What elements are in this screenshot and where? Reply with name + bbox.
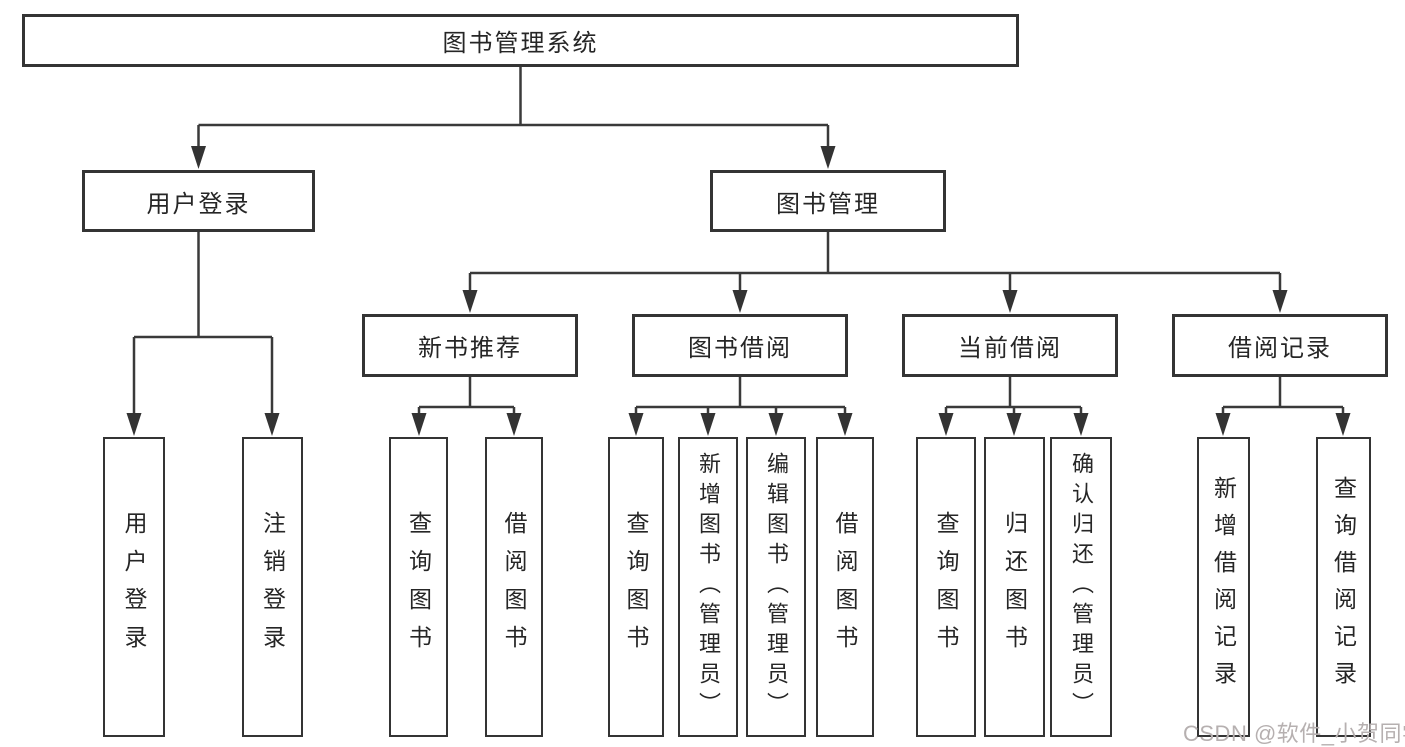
leaf-logout: 注销登录 <box>242 437 303 737</box>
node-label: 图书管理系统 <box>442 30 599 57</box>
leaf-edit-books-admin: 编辑图书（管理员） <box>746 437 806 737</box>
leaf-return-books: 归还图书 <box>984 437 1045 737</box>
csdn-watermark: CSDN @软件_小贺同学 <box>1183 721 1405 746</box>
leaf-label: 注销登录 <box>259 511 286 663</box>
arrowhead <box>837 413 853 436</box>
arrowhead <box>628 413 644 436</box>
connector-book-management-to-sections <box>462 232 1288 313</box>
arrowhead <box>1006 413 1022 436</box>
node-user-login: 用户登录 <box>82 170 315 232</box>
node-label: 图书借阅 <box>688 335 792 362</box>
node-borrow-records: 借阅记录 <box>1172 314 1388 377</box>
leaf-label: 查询图书 <box>623 511 649 663</box>
connector-current-borrow-to-leaves <box>938 377 1089 436</box>
node-label: 当前借阅 <box>958 335 1062 362</box>
arrowhead <box>191 146 206 169</box>
arrowhead <box>1073 413 1089 436</box>
leaf-label: 新增借阅记录 <box>1210 476 1237 698</box>
connector-root-to-level2 <box>191 67 836 169</box>
arrowhead <box>1335 413 1351 436</box>
leaf-add-books-admin: 新增图书（管理员） <box>678 437 738 737</box>
leaf-label: 用户登录 <box>121 511 147 663</box>
arrowhead <box>126 413 142 436</box>
arrowhead <box>411 413 427 436</box>
leaf-borrow-books-recommend: 借阅图书 <box>485 437 543 737</box>
connector-new-book-to-leaves <box>411 377 522 436</box>
leaf-label: 借阅图书 <box>501 511 527 663</box>
leaf-user-login: 用户登录 <box>103 437 165 737</box>
arrowhead <box>264 413 280 436</box>
node-label: 用户登录 <box>146 190 251 218</box>
node-current-borrow: 当前借阅 <box>902 314 1118 377</box>
arrowhead <box>820 146 836 169</box>
node-book-borrow: 图书借阅 <box>632 314 848 377</box>
leaf-label: 编辑图书（管理员） <box>764 452 789 722</box>
node-book-management: 图书管理 <box>710 170 946 232</box>
leaf-label: 查询图书 <box>933 511 959 663</box>
arrowhead <box>1215 413 1231 436</box>
leaf-add-borrow-record: 新增借阅记录 <box>1197 437 1250 737</box>
arrowhead <box>1272 290 1288 313</box>
node-label: 图书管理 <box>776 190 880 218</box>
leaf-query-borrow-record: 查询借阅记录 <box>1316 437 1371 737</box>
node-label: 借阅记录 <box>1228 335 1332 362</box>
arrowhead <box>732 290 748 313</box>
arrowhead <box>1002 290 1018 313</box>
arrowhead <box>938 413 954 436</box>
leaf-confirm-return-admin: 确认归还（管理员） <box>1050 437 1112 737</box>
connector-user-login-to-leaves <box>126 232 280 436</box>
leaf-borrow-books: 借阅图书 <box>816 437 874 737</box>
node-label: 新书推荐 <box>418 335 522 362</box>
leaf-label: 归还图书 <box>1001 511 1028 663</box>
connector-book-borrow-to-leaves <box>628 377 853 436</box>
leaf-label: 借阅图书 <box>832 511 858 663</box>
node-root-system: 图书管理系统 <box>22 14 1019 67</box>
leaf-label: 新增图书（管理员） <box>696 452 721 722</box>
node-new-book-recommend: 新书推荐 <box>362 314 578 377</box>
leaf-label: 查询图书 <box>405 511 432 663</box>
leaf-label: 确认归还（管理员） <box>1069 452 1094 722</box>
arrowhead <box>506 413 522 436</box>
connector-borrow-records-to-leaves <box>1215 377 1351 436</box>
leaf-query-books-current: 查询图书 <box>916 437 976 737</box>
arrowhead <box>462 290 478 313</box>
leaf-label: 查询借阅记录 <box>1330 476 1357 698</box>
leaf-query-books-recommend: 查询图书 <box>389 437 448 737</box>
leaf-query-books-borrow: 查询图书 <box>608 437 664 737</box>
arrowhead <box>700 413 716 436</box>
arrowhead <box>768 413 784 436</box>
